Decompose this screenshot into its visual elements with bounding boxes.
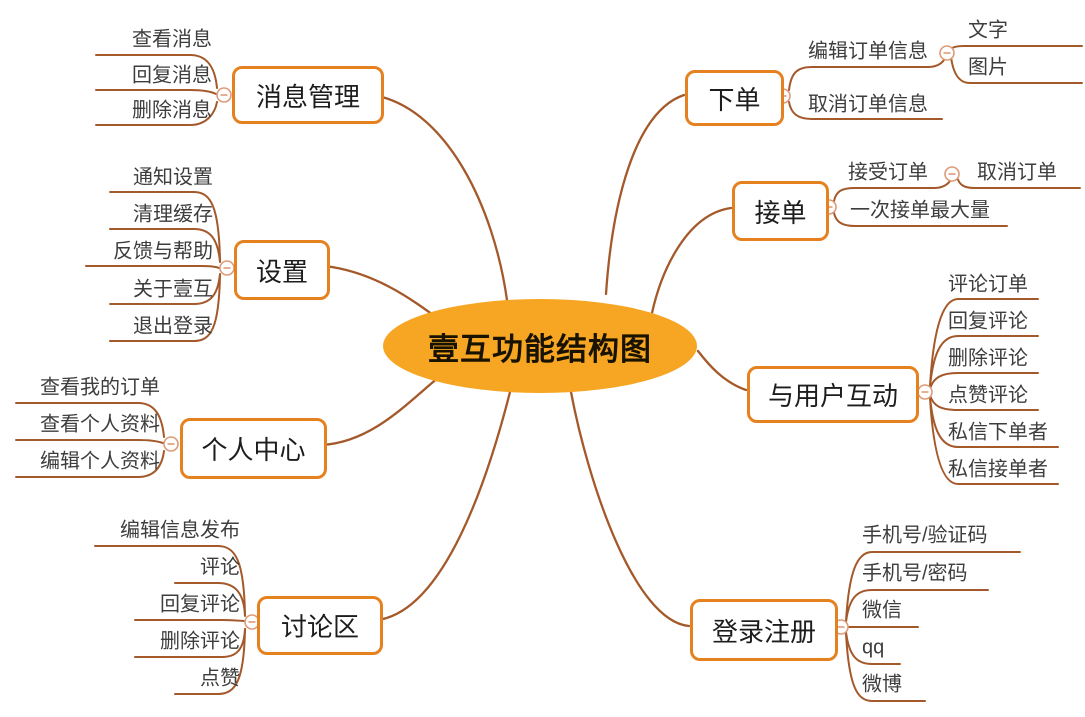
collapse-icon[interactable] [219, 260, 235, 276]
subtopic[interactable]: 点赞评论 [948, 384, 1028, 407]
subtopic[interactable]: 手机号/验证码 [862, 524, 988, 547]
central-topic-label: 壹互功能结构图 [428, 331, 652, 367]
topic-label: 下单 [708, 84, 761, 115]
topic-label: 登录注册 [711, 616, 816, 647]
subtopic-underline [15, 450, 165, 478]
subtopic-underline [929, 394, 1039, 411]
topic-discussion-area[interactable]: 讨论区 [257, 596, 383, 655]
subtopic-underline [845, 551, 1021, 622]
subtopic[interactable]: 评论订单 [948, 273, 1028, 296]
subtopic[interactable]: 编辑订单信息 [808, 40, 928, 63]
subtopic[interactable]: 查看我的订单 [40, 376, 160, 399]
subtopic-underline [95, 89, 217, 95]
subtopic[interactable]: qq [862, 636, 885, 659]
subtopic[interactable]: 关于壹互 [133, 278, 213, 301]
subtopic[interactable]: 微信 [862, 599, 902, 622]
central-topic[interactable]: 壹互功能结构图 [383, 299, 697, 393]
topic-place-order[interactable]: 下单 [685, 70, 784, 126]
branch-curve [376, 94, 509, 302]
branch-curve [323, 264, 442, 322]
subtopic[interactable]: 回复消息 [132, 64, 212, 87]
subtopic-underline [950, 45, 1083, 50]
collapse-icon[interactable] [939, 45, 955, 61]
subtopic[interactable]: 取消订单 [977, 161, 1057, 184]
topic-user-interaction[interactable]: 与用户互动 [747, 366, 919, 423]
collapse-icon[interactable] [163, 436, 179, 452]
branch-curve [604, 93, 686, 296]
subtopic[interactable]: 回复评论 [160, 593, 240, 616]
subtopic-underline [109, 274, 221, 342]
subtopic[interactable]: 文字 [968, 19, 1008, 42]
topic-label: 消息管理 [255, 81, 360, 112]
subtopic-underline [109, 228, 221, 263]
subtopic-underline [929, 372, 1039, 390]
subtopic-underline [109, 191, 221, 262]
subtopic-underline [85, 265, 220, 269]
subtopic[interactable]: 回复评论 [948, 310, 1028, 333]
topic-accept-order[interactable]: 接单 [732, 181, 829, 241]
subtopic[interactable]: 删除评论 [948, 347, 1028, 370]
subtopic[interactable]: 编辑信息发布 [120, 519, 240, 542]
subtopic[interactable]: 接受订单 [848, 161, 928, 184]
subtopic-underline [833, 212, 1008, 227]
branch-curve [320, 370, 447, 447]
subtopic[interactable]: 一次接单最大量 [850, 199, 990, 222]
branch-curve [569, 390, 691, 628]
subtopic[interactable]: 图片 [968, 56, 1008, 79]
subtopic-underline [845, 589, 989, 623]
subtopic-underline [929, 397, 1059, 485]
subtopic[interactable]: 点赞 [200, 667, 240, 690]
subtopic-underline [95, 101, 218, 126]
subtopic-underline [788, 59, 945, 91]
subtopic-underline [929, 298, 1039, 387]
topic-label: 设置 [255, 256, 308, 287]
subtopic[interactable]: 评论 [200, 556, 240, 579]
topic-message-management[interactable]: 消息管理 [232, 66, 384, 124]
subtopic[interactable]: 通知设置 [133, 166, 213, 189]
subtopic-underline [174, 628, 246, 695]
subtopic[interactable]: 私信接单者 [948, 458, 1048, 481]
subtopic[interactable]: 反馈与帮助 [113, 240, 213, 263]
topic-label: 接单 [754, 197, 807, 228]
collapse-icon[interactable] [216, 87, 232, 103]
topic-label: 讨论区 [280, 612, 359, 642]
subtopic[interactable]: 编辑个人资料 [40, 450, 160, 473]
topic-login-register[interactable]: 登录注册 [690, 599, 838, 661]
subtopic[interactable]: 手机号/密码 [862, 562, 968, 585]
topic-label: 与用户互动 [767, 381, 898, 411]
subtopic-underline [788, 101, 943, 120]
subtopic[interactable]: 退出登录 [133, 315, 213, 338]
branch-curve [376, 390, 512, 622]
subtopic-underline [174, 582, 246, 617]
collapse-icon[interactable] [917, 384, 933, 400]
topic-settings[interactable]: 设置 [234, 240, 330, 300]
topic-label: 个人中心 [201, 435, 306, 465]
subtopic[interactable]: 查看个人资料 [40, 413, 160, 436]
collapse-icon[interactable] [944, 166, 960, 182]
subtopic-underline [15, 402, 165, 438]
subtopic-underline [134, 619, 245, 622]
subtopic[interactable]: 微博 [862, 673, 902, 696]
subtopic-underline [929, 335, 1039, 388]
subtopic[interactable]: 查看消息 [132, 28, 212, 51]
subtopic[interactable]: 取消订单信息 [808, 93, 928, 116]
subtopic-underline [833, 180, 951, 202]
branch-curve [650, 206, 733, 315]
subtopic[interactable]: 删除评论 [160, 630, 240, 653]
subtopic-underline [95, 54, 218, 89]
subtopic[interactable]: 私信下单者 [948, 421, 1048, 444]
subtopic-underline [15, 439, 164, 444]
subtopic-underline [845, 633, 926, 702]
subtopic[interactable]: 清理缓存 [133, 203, 213, 226]
branch-curve [696, 349, 748, 392]
topic-personal-center[interactable]: 个人中心 [180, 418, 327, 479]
subtopic-underline [94, 545, 246, 616]
subtopic[interactable]: 删除消息 [132, 99, 212, 122]
subtopic-underline [950, 56, 1083, 84]
